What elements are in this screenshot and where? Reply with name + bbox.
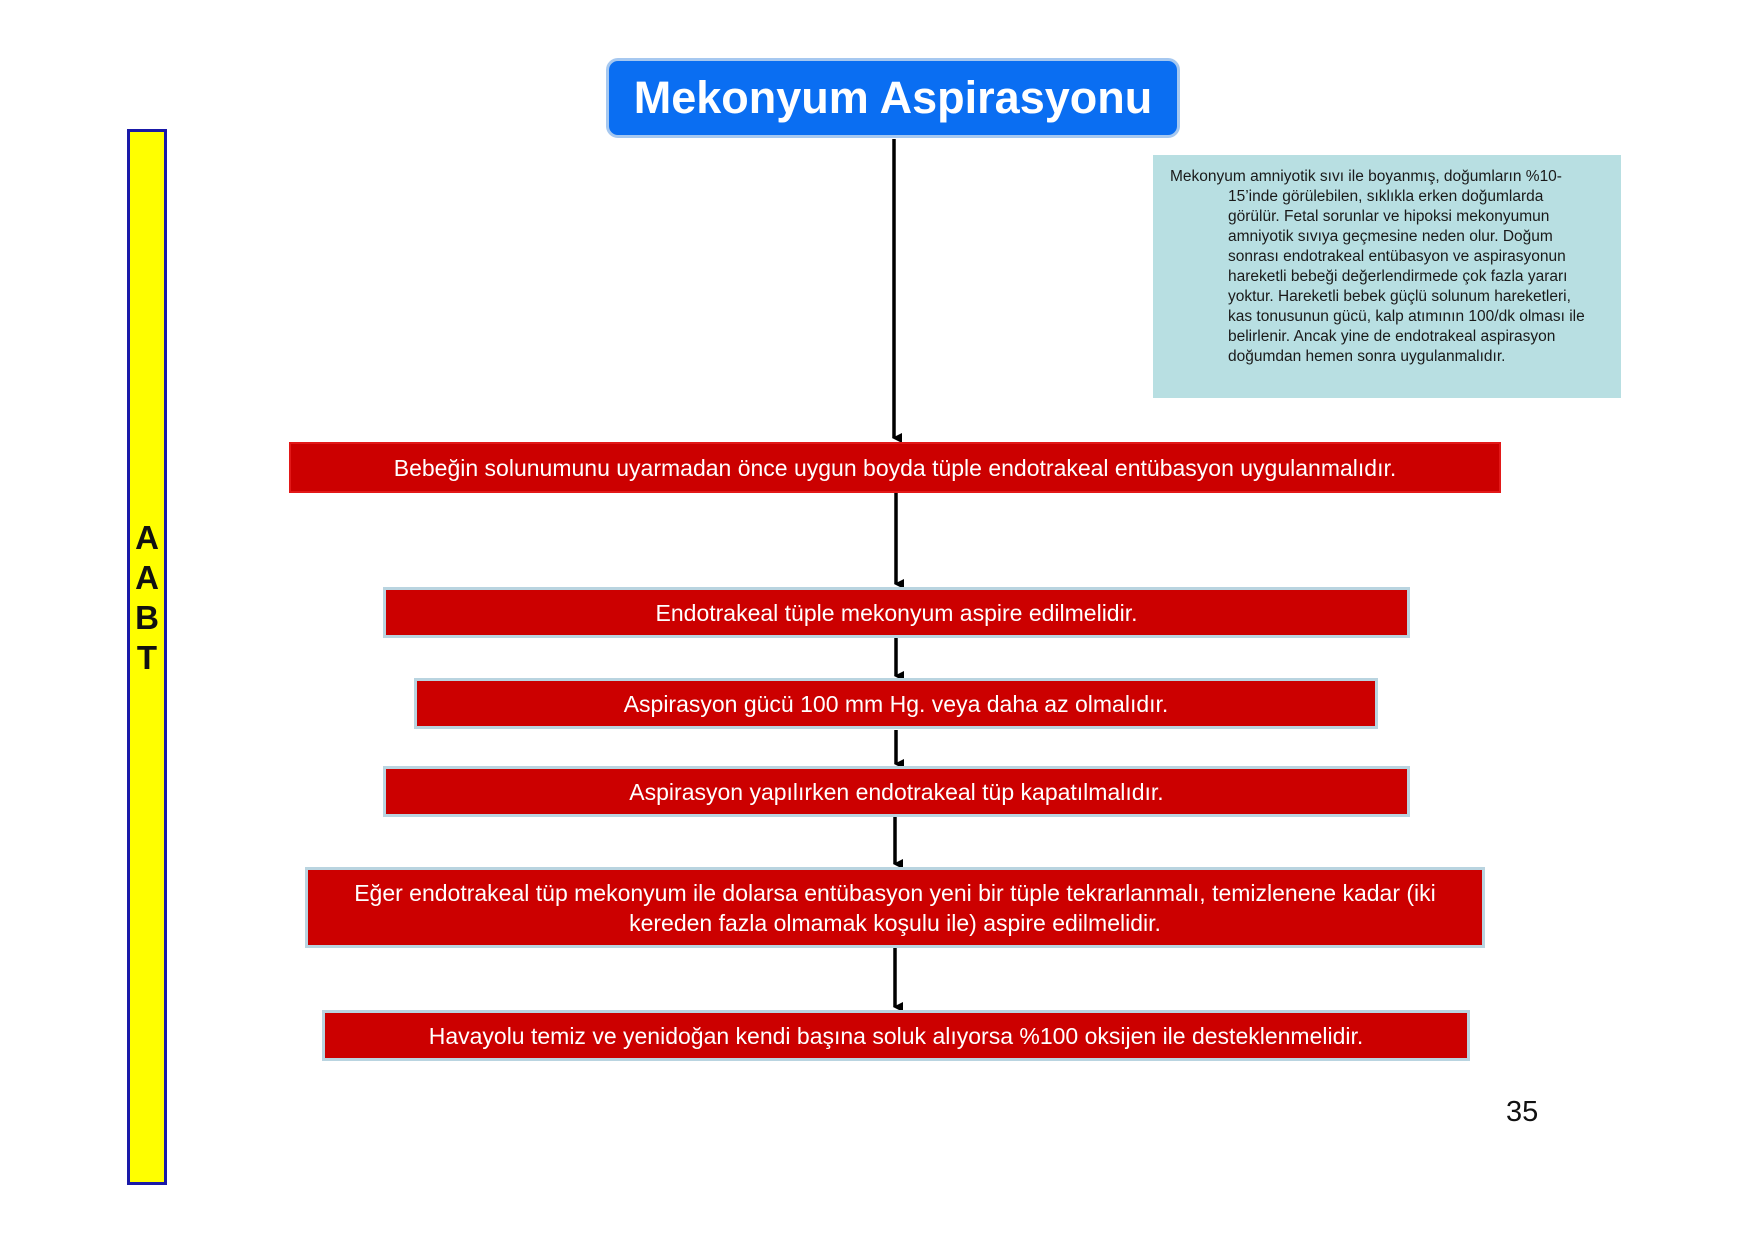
info-note: Mekonyum amniyotik sıvı ile boyanmış, do… [1153, 155, 1621, 398]
note-body: 15’inde görülebilen, sıklıkla erken doğu… [1228, 188, 1585, 365]
sidebar-letter: B [135, 599, 159, 636]
step-2: Endotrakeal tüple mekonyum aspire edilme… [383, 587, 1410, 638]
diagram-title: Mekonyum Aspirasyonu [606, 58, 1180, 138]
sidebar-bar [127, 129, 167, 1185]
sidebar-letter: T [136, 639, 158, 676]
step-6: Havayolu temiz ve yenidoğan kendi başına… [322, 1010, 1470, 1061]
step-1: Bebeğin solunumunu uyarmadan önce uygun … [289, 442, 1501, 493]
note-first-line: Mekonyum amniyotik sıvı ile boyanmış, do… [1170, 168, 1562, 185]
sidebar-letter: A [135, 559, 159, 596]
sidebar-letter: A [135, 519, 159, 556]
sidebar-label: A A B T [127, 518, 167, 678]
step-3: Aspirasyon gücü 100 mm Hg. veya daha az … [414, 678, 1378, 729]
step-5: Eğer endotrakeal tüp mekonyum ile dolars… [305, 867, 1485, 948]
step-4: Aspirasyon yapılırken endotrakeal tüp ka… [383, 766, 1410, 817]
page-number: 35 [1506, 1096, 1539, 1128]
